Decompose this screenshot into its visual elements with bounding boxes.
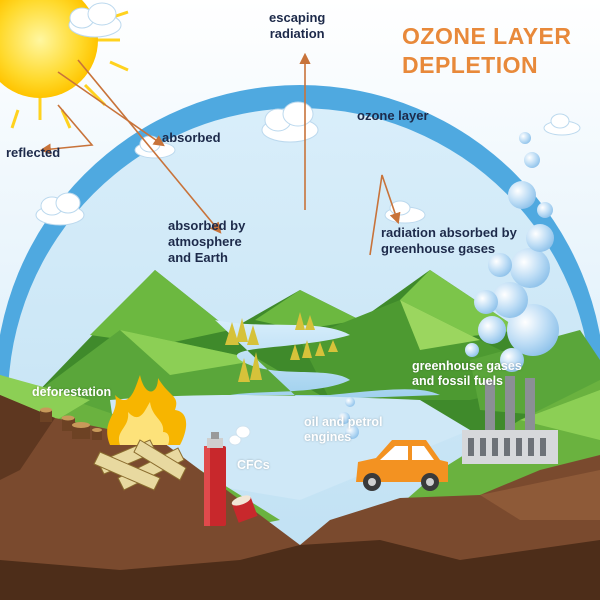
label-deforestation: deforestation [32,385,112,399]
label-cfcs: CFCs [237,458,270,472]
title-line-1: OZONE LAYER [402,23,572,49]
label-radiation-absorbed: radiation absorbed by greenhouse gases [381,225,517,256]
aerosol-can-icon [204,425,258,526]
car-icon [356,440,448,491]
tree-stumps-icon [40,407,102,440]
fire-icon [93,375,187,491]
diagram-title: OZONE LAYER DEPLETION [402,22,572,80]
radiation-arrows [39,52,401,256]
factory-icon [462,376,558,464]
cloud-icon [261,101,319,143]
greenhouse-arrow [369,174,401,256]
river [215,320,440,400]
trees [225,312,338,382]
label-greenhouse-fossil: greenhouse gases and fossil fuels [412,359,522,388]
cloud-icon [543,113,581,136]
label-reflected: reflected [6,145,61,160]
gas-bubbles [338,132,559,439]
title-line-2: DEPLETION [402,52,539,78]
label-oil-petrol: oil and petrol engines [304,415,383,444]
incoming-arrow [57,71,165,147]
label-absorbed-by-atmosphere: absorbed by atmosphere and Earth [168,218,246,265]
label-absorbed: absorbed [162,130,221,145]
incoming-arrow-long [77,59,222,234]
label-escaping-radiation: escaping radiation [269,10,326,41]
cloud-icon [35,192,85,226]
reflected-arrow [39,104,94,155]
label-ozone-layer: ozone layer [357,108,429,123]
cloud-icon [68,2,122,38]
